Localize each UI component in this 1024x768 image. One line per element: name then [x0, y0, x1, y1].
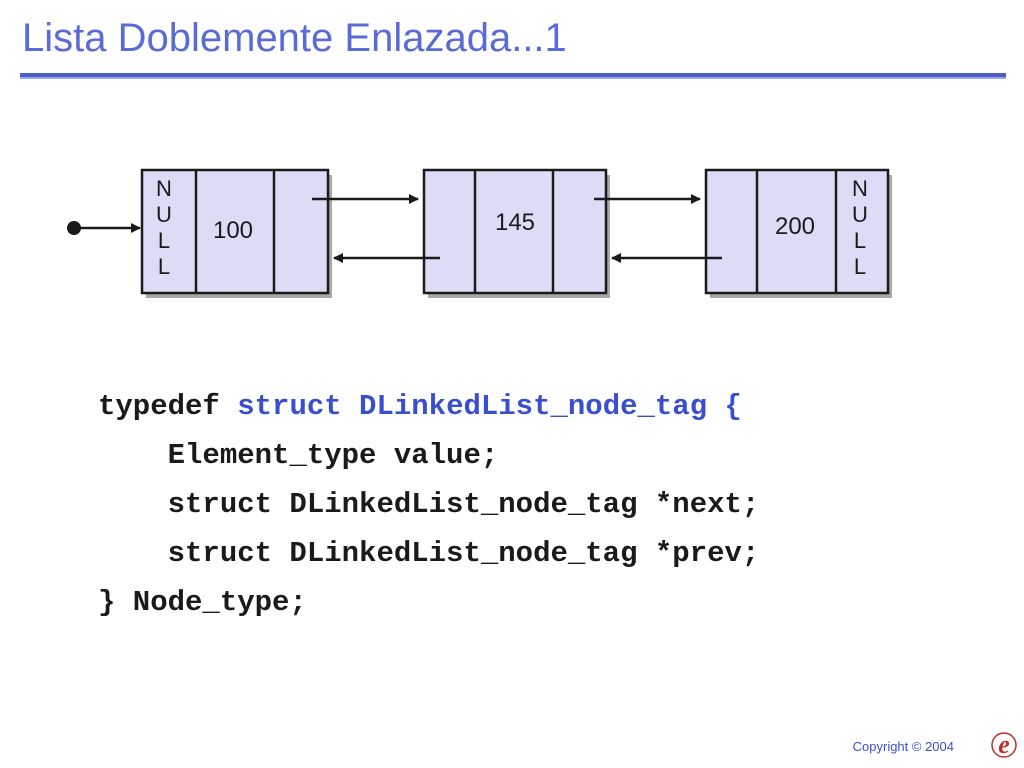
null-letter: L — [158, 254, 170, 279]
node-box — [422, 168, 608, 295]
code-line-2: Element_type value; — [98, 439, 499, 472]
code-line-1: typedef struct DLinkedList_node_tag { — [98, 390, 742, 423]
head-pointer-dot — [67, 221, 81, 235]
copyright-text: Copyright © 2004 — [852, 739, 954, 754]
list-node: 145 — [422, 168, 610, 298]
null-letter: U — [852, 202, 868, 227]
code-block: typedef struct DLinkedList_node_tag { El… — [98, 382, 759, 627]
code-line-5: } Node_type; — [98, 586, 307, 619]
node-value: 145 — [495, 209, 535, 236]
null-letter: N — [156, 176, 172, 201]
null-letter: L — [854, 228, 866, 253]
null-letter: N — [852, 176, 868, 201]
null-letter: L — [854, 254, 866, 279]
list-node: N U L L 100 — [140, 168, 332, 298]
list-node: 200 N U L L — [704, 168, 892, 298]
code-line-3: struct DLinkedList_node_tag *next; — [98, 488, 760, 521]
svg-text:e: e — [998, 730, 1010, 759]
node-value: 100 — [213, 217, 253, 244]
null-letter: U — [156, 202, 172, 227]
e-logo-icon: e — [991, 730, 1017, 759]
null-letter: L — [158, 228, 170, 253]
title-underline-shadow — [20, 77, 1006, 79]
title-underline — [20, 73, 1006, 77]
node-value: 200 — [775, 213, 815, 240]
node-box — [140, 168, 330, 295]
node-box — [704, 168, 890, 295]
slide-title: Lista Doblemente Enlazada...1 — [22, 16, 567, 60]
code-line-4: struct DLinkedList_node_tag *prev; — [98, 537, 760, 570]
